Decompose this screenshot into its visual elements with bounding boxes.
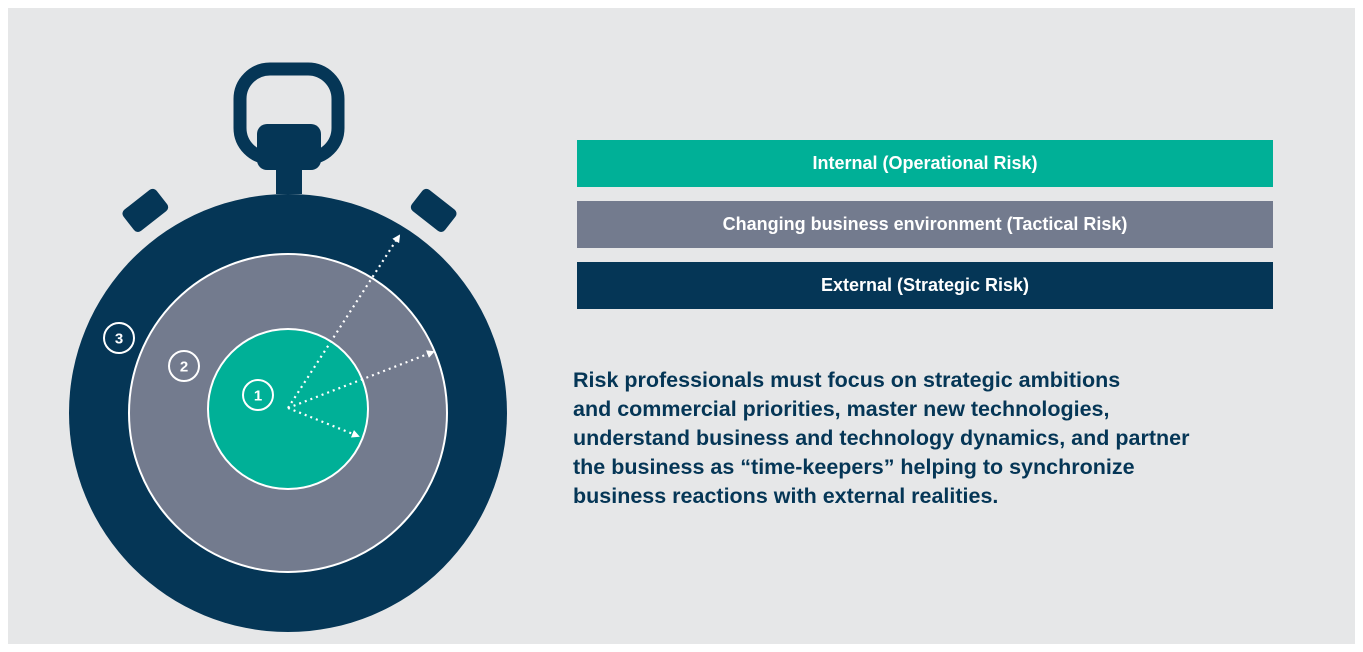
arrow-to-ring-3	[287, 234, 401, 409]
legend-external-strategic-risk: External (Strategic Risk)	[577, 262, 1273, 309]
description-line: and commercial priorities, master new te…	[573, 397, 1110, 421]
ring-2-number: 2	[180, 359, 188, 376]
stopwatch-left-button	[122, 188, 169, 232]
ring-3-number: 3	[115, 331, 123, 348]
legend-external-label: External (Strategic Risk)	[820, 275, 1030, 295]
radius-arrows	[287, 234, 435, 438]
ring-3-badge: 3	[103, 322, 135, 354]
description-line: understand business and technology dynam…	[573, 426, 1190, 450]
arrow-to-ring-2	[287, 350, 435, 410]
stopwatch-handle	[233, 62, 345, 194]
legend-internal-label: Internal (Operational Risk)	[812, 153, 1038, 173]
legend-internal-operational-risk: Internal (Operational Risk)	[577, 140, 1273, 187]
description-line: Risk professionals must focus on strateg…	[573, 368, 1121, 392]
description-paragraph: Risk professionals must focus on strateg…	[573, 366, 1293, 511]
stopwatch-right-button	[410, 188, 457, 232]
description-line: the business as “time-keepers” helping t…	[573, 455, 1135, 479]
legend-tactical-risk: Changing business environment (Tactical …	[577, 201, 1273, 248]
ring-2-badge: 2	[168, 350, 200, 382]
description-line: business reactions with external realiti…	[573, 484, 999, 508]
arrow-to-ring-1	[287, 406, 360, 438]
legend-tactical-label: Changing business environment (Tactical …	[722, 214, 1128, 234]
ring-1-number: 1	[254, 388, 262, 405]
ring-1-badge: 1	[242, 379, 274, 411]
